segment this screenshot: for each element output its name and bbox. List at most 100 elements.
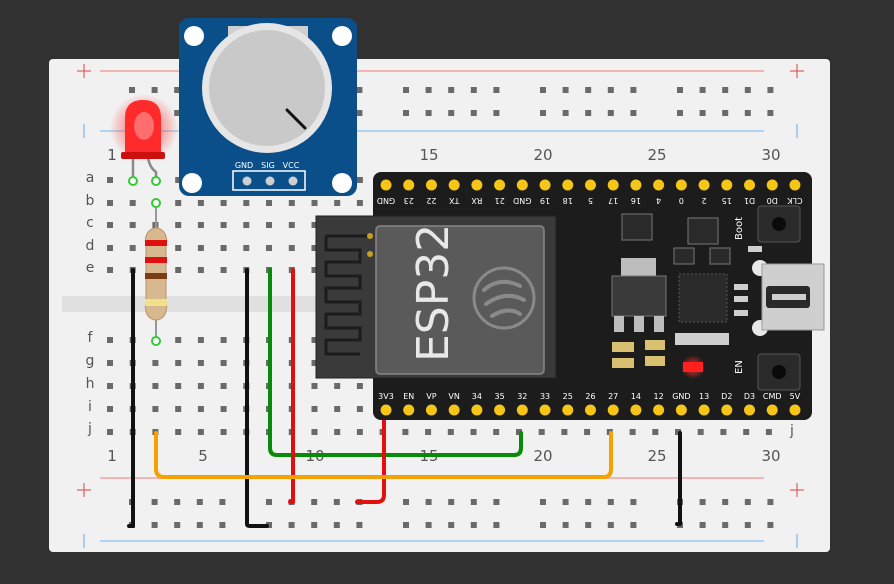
breadboard-hole[interactable]	[175, 245, 182, 251]
breadboard-hole[interactable]	[699, 522, 706, 528]
breadboard-hole[interactable]	[288, 222, 295, 228]
breadboard-hole[interactable]	[356, 522, 363, 528]
breadboard-hole[interactable]	[652, 429, 659, 435]
breadboard-hole[interactable]	[403, 522, 409, 528]
breadboard-hole[interactable]	[197, 267, 204, 273]
breadboard-hole[interactable]	[697, 429, 704, 435]
breadboard-hole[interactable]	[356, 110, 363, 116]
breadboard-hole[interactable]	[630, 499, 637, 505]
breadboard-hole[interactable]	[356, 406, 363, 412]
esp32-bottom-pin[interactable]	[539, 404, 551, 416]
breadboard-hole[interactable]	[151, 522, 158, 528]
breadboard-hole[interactable]	[607, 110, 614, 116]
breadboard-hole[interactable]	[470, 499, 477, 505]
breadboard-hole[interactable]	[175, 200, 182, 206]
breadboard-hole[interactable]	[607, 499, 614, 505]
breadboard-hole[interactable]	[174, 110, 181, 116]
breadboard-hole[interactable]	[220, 200, 227, 206]
breadboard-hole[interactable]	[470, 522, 477, 528]
esp32-bottom-pin[interactable]	[403, 404, 415, 416]
breadboard-hole[interactable]	[266, 499, 272, 505]
breadboard-hole[interactable]	[311, 429, 318, 435]
breadboard-hole[interactable]	[720, 429, 727, 435]
esp32-top-pin[interactable]	[698, 179, 710, 191]
breadboard-hole[interactable]	[607, 522, 614, 528]
breadboard-hole[interactable]	[493, 110, 500, 116]
breadboard-hole[interactable]	[175, 360, 182, 366]
esp32-bottom-pin[interactable]	[448, 404, 460, 416]
breadboard-hole[interactable]	[448, 522, 455, 528]
esp32-top-pin[interactable]	[425, 179, 437, 191]
esp32-top-pin[interactable]	[471, 179, 483, 191]
breadboard-hole[interactable]	[538, 429, 545, 435]
esp32-bottom-pin[interactable]	[562, 404, 574, 416]
breadboard-hole[interactable]	[107, 267, 113, 273]
breadboard-hole[interactable]	[197, 429, 204, 435]
breadboard-hole[interactable]	[220, 222, 227, 228]
breadboard-hole[interactable]	[220, 245, 227, 251]
breadboard-hole[interactable]	[151, 499, 158, 505]
esp32-top-pin[interactable]	[653, 179, 665, 191]
breadboard-hole[interactable]	[722, 87, 729, 93]
breadboard-hole[interactable]	[425, 522, 432, 528]
breadboard-hole[interactable]	[403, 110, 409, 116]
breadboard-hole[interactable]	[311, 245, 318, 251]
breadboard-hole[interactable]	[175, 406, 182, 412]
breadboard-hole[interactable]	[448, 87, 455, 93]
breadboard-hole[interactable]	[288, 522, 295, 528]
breadboard-hole[interactable]	[107, 337, 113, 343]
breadboard-hole[interactable]	[311, 337, 318, 343]
breadboard-hole[interactable]	[243, 200, 250, 206]
breadboard-hole[interactable]	[129, 245, 136, 251]
breadboard-hole[interactable]	[699, 499, 706, 505]
esp32-top-pin[interactable]	[766, 179, 778, 191]
esp32-bottom-pin[interactable]	[516, 404, 528, 416]
breadboard-hole[interactable]	[448, 110, 455, 116]
breadboard-hole[interactable]	[356, 177, 363, 183]
breadboard-hole[interactable]	[220, 267, 227, 273]
breadboard-hole[interactable]	[403, 499, 409, 505]
esp32-bottom-pin[interactable]	[494, 404, 506, 416]
breadboard-hole[interactable]	[174, 522, 181, 528]
esp32-top-pin[interactable]	[607, 179, 619, 191]
breadboard-hole[interactable]	[516, 429, 522, 435]
esp32-top-pin[interactable]	[516, 179, 528, 191]
breadboard-hole[interactable]	[767, 522, 774, 528]
esp32-bottom-pin[interactable]	[766, 404, 778, 416]
breadboard-hole[interactable]	[562, 110, 569, 116]
breadboard-hole[interactable]	[311, 222, 318, 228]
breadboard-hole[interactable]	[677, 110, 683, 116]
breadboard-hole[interactable]	[174, 499, 181, 505]
wire-red-3v3[interactable]	[355, 408, 386, 504]
breadboard-hole[interactable]	[493, 429, 500, 435]
breadboard-hole[interactable]	[722, 110, 729, 116]
breadboard-hole[interactable]	[584, 429, 591, 435]
breadboard-hole[interactable]	[630, 110, 637, 116]
breadboard-hole[interactable]	[266, 245, 272, 251]
breadboard-hole[interactable]	[540, 522, 546, 528]
esp32-top-pin[interactable]	[584, 179, 596, 191]
breadboard-hole[interactable]	[220, 360, 227, 366]
breadboard-hole[interactable]	[175, 383, 182, 389]
breadboard-hole[interactable]	[585, 522, 592, 528]
breadboard-hole[interactable]	[562, 499, 569, 505]
breadboard-hole[interactable]	[219, 522, 226, 528]
breadboard-hole[interactable]	[107, 429, 113, 435]
breadboard-hole[interactable]	[266, 522, 272, 528]
breadboard-hole[interactable]	[219, 499, 226, 505]
boot-button-cap[interactable]	[772, 217, 786, 231]
breadboard-hole[interactable]	[152, 406, 159, 412]
breadboard-hole[interactable]	[699, 110, 706, 116]
esp32-top-pin[interactable]	[448, 179, 460, 191]
esp32-top-pin[interactable]	[675, 179, 687, 191]
breadboard-hole[interactable]	[425, 499, 432, 505]
breadboard-hole[interactable]	[765, 429, 772, 435]
breadboard-hole[interactable]	[356, 87, 363, 93]
knob-inner[interactable]	[209, 30, 325, 146]
breadboard-hole[interactable]	[175, 177, 182, 183]
breadboard-hole[interactable]	[629, 429, 636, 435]
breadboard-hole[interactable]	[562, 87, 569, 93]
breadboard-hole[interactable]	[107, 200, 113, 206]
breadboard-hole[interactable]	[129, 87, 135, 93]
